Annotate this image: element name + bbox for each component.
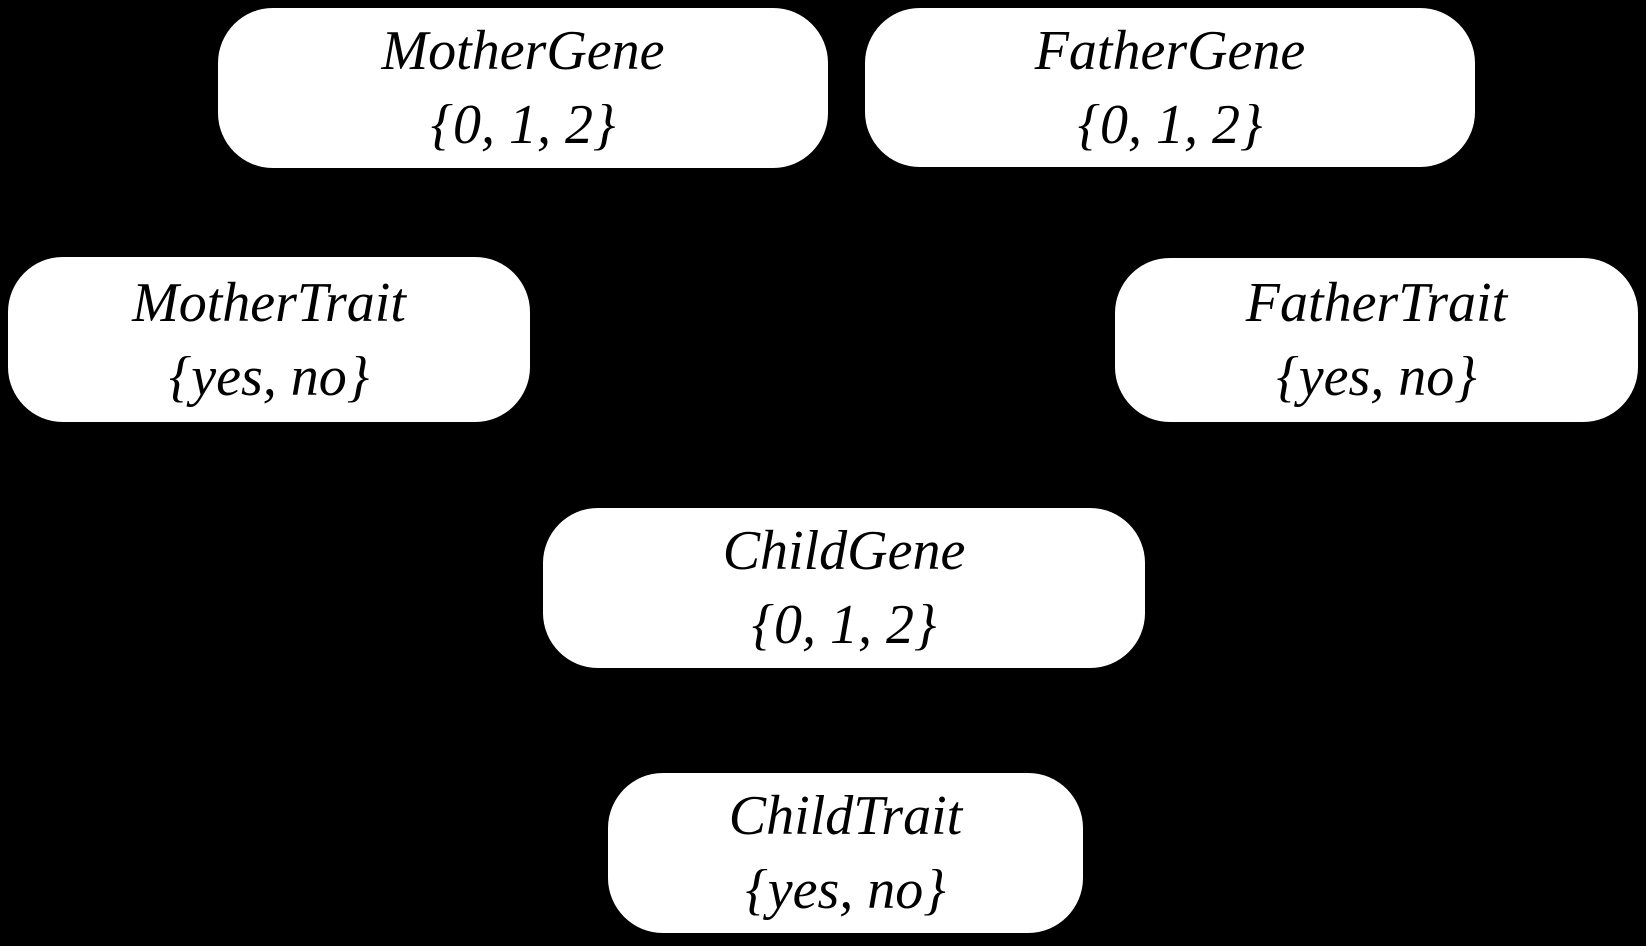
- node-title: FatherGene: [1034, 19, 1306, 82]
- node-mother-gene: MotherGene {0, 1, 2}: [218, 8, 828, 168]
- node-title: FatherTrait: [1245, 272, 1508, 334]
- node-domain: {0, 1, 2}: [1077, 93, 1263, 156]
- node-domain: {yes, no}: [745, 859, 946, 921]
- node-domain: {yes, no}: [168, 345, 370, 408]
- node-domain: {0, 1, 2}: [430, 94, 616, 156]
- node-title: MotherGene: [381, 20, 665, 82]
- node-title: ChildTrait: [728, 785, 963, 847]
- node-domain: {yes, no}: [1276, 346, 1477, 408]
- node-title: MotherTrait: [132, 271, 406, 334]
- node-mother-trait: MotherTrait {yes, no}: [8, 257, 530, 422]
- node-child-trait: ChildTrait {yes, no}: [608, 773, 1083, 933]
- node-title: ChildGene: [722, 520, 966, 582]
- node-child-gene: ChildGene {0, 1, 2}: [543, 508, 1145, 668]
- node-father-gene: FatherGene {0, 1, 2}: [865, 8, 1475, 167]
- node-father-trait: FatherTrait {yes, no}: [1115, 258, 1638, 422]
- node-domain: {0, 1, 2}: [751, 594, 937, 656]
